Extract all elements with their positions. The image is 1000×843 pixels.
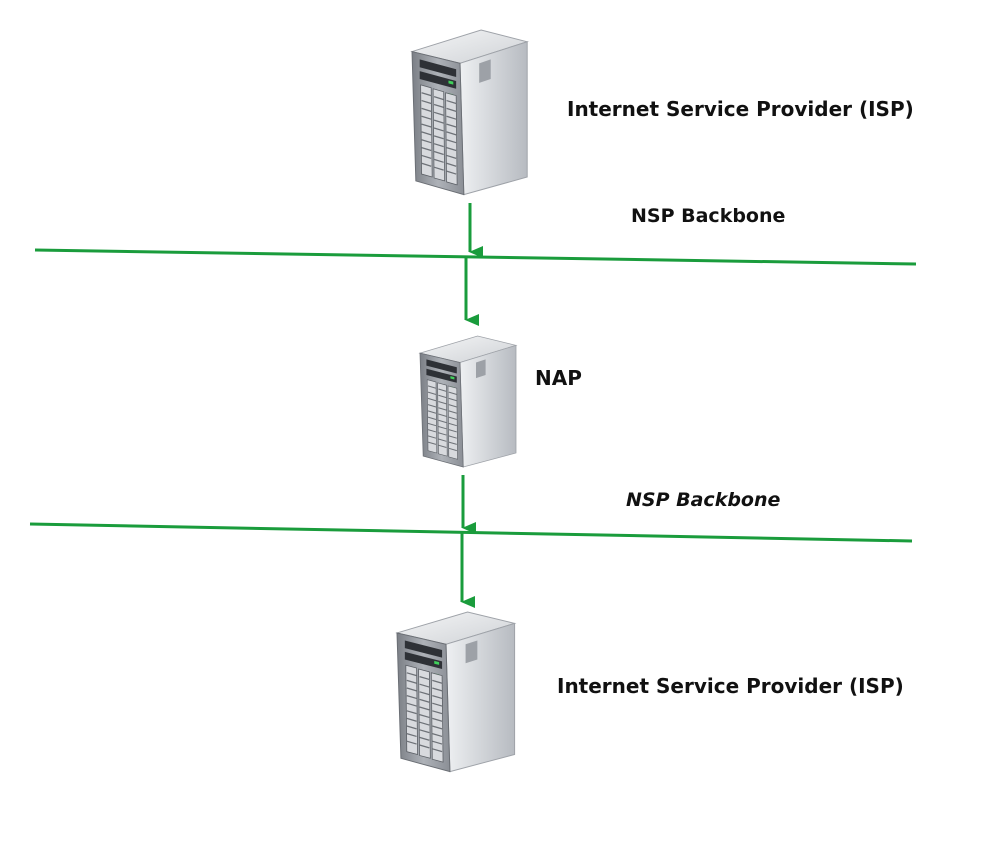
backbone-label-1: NSP Backbone [631, 205, 785, 227]
server-tower-icon [419, 335, 517, 468]
server-tower-icon [396, 611, 516, 773]
backbone-line-2 [29, 522, 913, 543]
server-tower-icon [411, 29, 528, 196]
node-label-nap: NAP [535, 366, 582, 390]
backbone-line-1 [34, 248, 917, 266]
backbone-label-2: NSP Backbone [626, 489, 781, 511]
node-label-isp-top: Internet Service Provider (ISP) [567, 97, 914, 121]
node-label-isp-bottom: Internet Service Provider (ISP) [557, 674, 904, 698]
